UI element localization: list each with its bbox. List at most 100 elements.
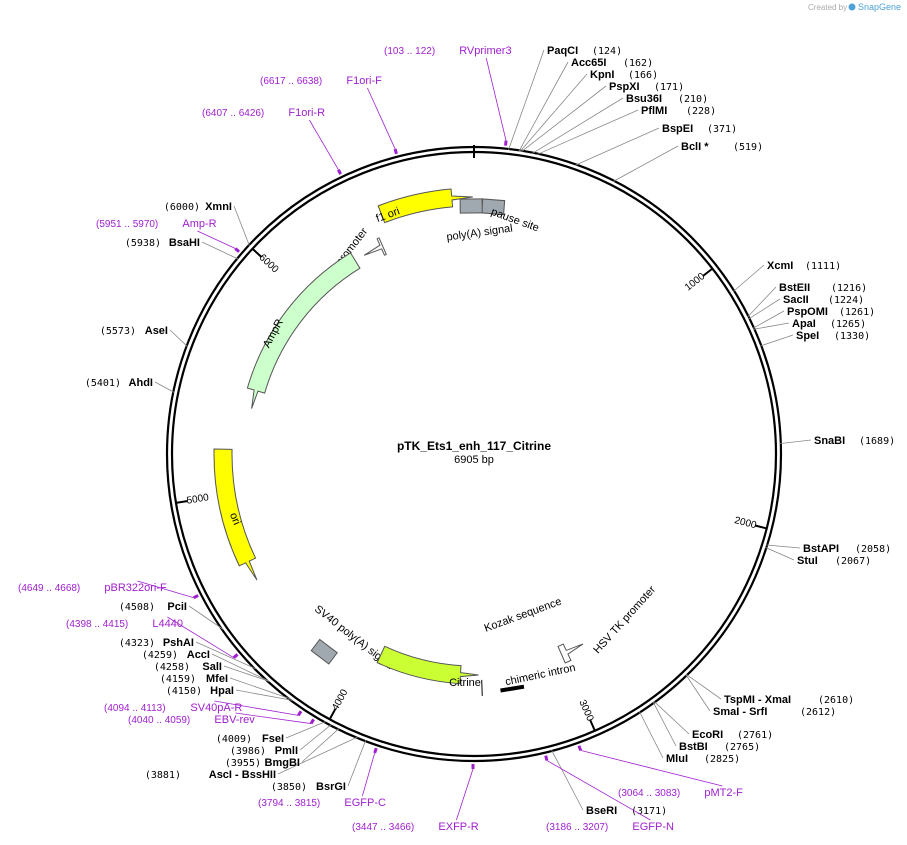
feature-sv40-poly-a-signal[interactable] — [310, 638, 338, 665]
primer-name: EXFP-R — [438, 821, 478, 833]
primer-position: (3447 .. 3466) — [352, 822, 414, 833]
enzyme-ecori[interactable]: EcoRI(2761) — [692, 729, 773, 741]
primer-mark — [309, 718, 315, 725]
enzyme-position: (1689) — [859, 436, 895, 447]
primer-amp-r[interactable]: (5951 .. 5970)Amp-R — [96, 218, 217, 230]
enzyme-name: SalI — [202, 661, 222, 673]
primer-sv40pa-r[interactable]: (4094 .. 4113)SV40pA-R — [104, 702, 242, 714]
primer-mark — [296, 710, 303, 717]
enzyme-mfei[interactable]: MfeI(4159) — [160, 673, 228, 685]
primer-rvprimer3[interactable]: (103 .. 122)RVprimer3 — [384, 45, 512, 57]
feature-poly-a-signal[interactable] — [459, 198, 483, 214]
feature-citrine[interactable] — [376, 645, 479, 685]
enzyme-pflmi[interactable]: PflMI(228) — [641, 105, 716, 117]
enzyme-position: (4259) — [142, 650, 178, 661]
enzyme-spei[interactable]: SpeI(1330) — [796, 330, 870, 342]
feature-ampr-promoter[interactable] — [363, 237, 387, 256]
enzyme-bstbi[interactable]: BstBI(2765) — [679, 741, 760, 753]
enzyme-stui[interactable]: StuI(2067) — [797, 555, 871, 567]
enzyme-bstapi[interactable]: BstAPI(2058) — [803, 543, 891, 555]
feature-chimeric-intron[interactable] — [500, 684, 525, 693]
feature-ori[interactable] — [213, 448, 258, 581]
enzyme-asei[interactable]: AseI(5573) — [100, 325, 168, 337]
enzyme-position: (166) — [628, 70, 658, 81]
enzyme-pcii[interactable]: PciI(4508) — [119, 601, 187, 613]
enzyme-bsrgi[interactable]: BsrGI(3850) — [271, 781, 346, 793]
primer-f1ori-f[interactable]: (6617 .. 6638)F1ori-F — [260, 75, 382, 87]
enzyme-fsei[interactable]: FseI(4009) — [216, 733, 284, 745]
enzyme-smai-srfi[interactable]: SmaI - SrfI(2612) — [713, 706, 836, 718]
enzyme-paqci[interactable]: PaqCI(124) — [547, 45, 622, 57]
enzyme-apai[interactable]: ApaI(1265) — [792, 318, 866, 330]
enzyme-name: ApaI — [792, 318, 816, 330]
enzyme-name: XcmI — [767, 260, 793, 272]
enzyme-sacii[interactable]: SacII (1224) — [783, 294, 864, 306]
enzyme-leader-line — [652, 701, 677, 747]
enzyme-pshai[interactable]: PshAI(4323) — [119, 637, 194, 649]
enzyme-xmni[interactable]: XmnI(6000) — [164, 201, 232, 213]
enzyme-position: (5938) — [125, 238, 161, 249]
primer-ebv-rev[interactable]: (4040 .. 4059)EBV-rev — [128, 714, 255, 726]
feature-label: Citrine — [449, 677, 481, 689]
feature-kozak-sequence[interactable] — [481, 679, 483, 696]
enzyme-position: (519) — [733, 142, 763, 153]
enzyme-bsteii[interactable]: BstEII(1216) — [779, 282, 867, 294]
primer-exfp-r[interactable]: (3447 .. 3466) EXFP-R — [352, 821, 479, 833]
tick-label: 5000 — [186, 492, 210, 507]
enzyme-pmli[interactable]: PmlI(3986) — [230, 745, 298, 757]
enzyme-ahdi[interactable]: AhdI(5401) — [85, 377, 153, 389]
enzyme-name: AscI - BssHII — [209, 769, 276, 781]
primer-egfp-n[interactable]: (3186 .. 3207)EGFP-N — [546, 821, 674, 833]
enzyme-name: BsaHI — [169, 237, 200, 249]
enzyme-name: SpeI — [796, 330, 819, 342]
enzyme-name: AseI — [145, 325, 168, 337]
enzyme-leader-line — [211, 653, 270, 682]
primer-name: F1ori-R — [288, 107, 325, 119]
primer-f1ori-r[interactable]: (6407 .. 6426) F1ori-R — [202, 107, 325, 119]
enzyme-leader-line — [765, 547, 795, 561]
primer-egfp-c[interactable]: (3794 .. 3815)EGFP-C — [258, 797, 386, 809]
enzyme-kpni[interactable]: KpnI(166) — [590, 69, 658, 81]
enzyme-position: (5401) — [85, 378, 121, 389]
enzyme-bsahi[interactable]: BsaHI (5938) — [125, 237, 200, 249]
enzyme-bcli[interactable]: BclI *(519) — [681, 141, 763, 153]
feature-f1-ori[interactable] — [377, 188, 473, 224]
enzyme-pspomi[interactable]: PspOMI(1261) — [787, 306, 875, 318]
enzyme-bsu36i[interactable]: Bsu36I(210) — [626, 93, 708, 105]
enzyme-bmgbi[interactable]: BmgBI(3955) — [225, 757, 300, 769]
enzyme-mlui[interactable]: MluI(2825) — [666, 753, 740, 765]
primer-pbr322ori-f[interactable]: (4649 .. 4668) pBR322ori-F — [18, 582, 167, 594]
primer-position: (4649 .. 4668) — [18, 583, 80, 594]
primer-position: (6407 .. 6426) — [202, 108, 264, 119]
enzyme-name: PshAI — [163, 637, 194, 649]
feature-ampr[interactable] — [246, 252, 361, 409]
enzyme-leader-line — [229, 677, 291, 700]
primer-l4440[interactable]: (4398 .. 4415)L4440 — [66, 618, 183, 630]
tick-label: 6000 — [257, 252, 281, 275]
enzyme-acci[interactable]: AccI(4259) — [142, 649, 210, 661]
enzyme-hpai[interactable]: HpaI(4150) — [166, 685, 234, 697]
enzyme-name: SacII — [783, 294, 809, 306]
enzyme-acc65i[interactable]: Acc65I(162) — [571, 57, 653, 69]
tick-label: 2000 — [733, 515, 758, 531]
enzyme-leader-line — [277, 736, 358, 775]
enzyme-pspxi[interactable]: PspXI(171) — [609, 81, 684, 93]
enzyme-leader-line — [551, 749, 584, 811]
enzyme-asci-bsshii[interactable]: AscI - BssHII(3881) — [145, 769, 276, 781]
restriction-sites: PaqCI(124)Acc65I(162)KpnI(166)PspXI(171)… — [85, 45, 895, 817]
tick-mark — [251, 248, 262, 258]
primer-name: pMT2-F — [704, 787, 743, 799]
enzyme-sali[interactable]: SalI(4258) — [154, 661, 222, 673]
enzyme-xcmi[interactable]: XcmI(1111) — [767, 260, 841, 272]
feature-hsv-tk-promoter[interactable] — [557, 643, 584, 664]
primer-name: pBR322ori-F — [104, 582, 167, 594]
enzyme-position: (1224) — [828, 295, 864, 306]
enzyme-tspmi-xmai[interactable]: TspMI - XmaI(2610) — [724, 694, 854, 706]
enzyme-snabi[interactable]: SnaBI(1689) — [814, 435, 895, 447]
enzyme-name: BmgBI — [265, 757, 300, 769]
enzyme-name: StuI — [797, 555, 818, 567]
enzyme-bspei[interactable]: BspEI(371) — [662, 123, 737, 135]
primer-pmt2-f[interactable]: (3064 .. 3083)pMT2-F — [618, 787, 743, 799]
enzyme-bseri[interactable]: BseRI(3171) — [586, 805, 667, 817]
